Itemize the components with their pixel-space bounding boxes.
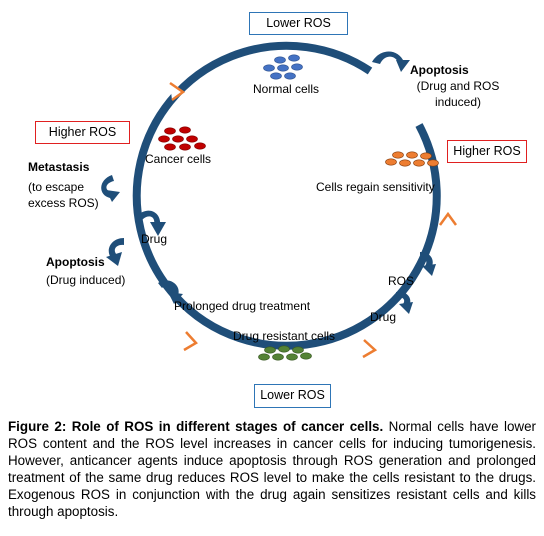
- prolonged-treatment-label: Prolonged drug treatment: [174, 299, 311, 313]
- ros-cycle-diagram: [101, 41, 458, 361]
- normal-cells-cluster: [263, 54, 303, 80]
- regain-cells-cluster: [385, 151, 439, 167]
- apoptosis-top-title: Apoptosis: [410, 63, 469, 77]
- metastasis-line2: excess ROS): [28, 196, 99, 210]
- drug-left-label: Drug: [141, 232, 168, 246]
- flow-arrow-bottomleft: [183, 331, 198, 352]
- exit-arrow-apoptosis-left: [106, 238, 124, 266]
- drug-arrow-prolonged: [158, 280, 183, 304]
- metastasis-title: Metastasis: [28, 160, 90, 174]
- lower-ros-top-box: Lower ROS: [249, 12, 348, 35]
- apoptosis-left-line1: (Drug induced): [46, 273, 126, 287]
- higher-ros-left-box: Higher ROS: [35, 121, 130, 144]
- caption-title: Figure 2: Role of ROS in different stage…: [8, 419, 384, 434]
- cancer-cells-label: Cancer cells: [145, 152, 212, 166]
- drug-resistant-label: Drug resistant cells: [233, 329, 336, 343]
- drug-arrow-left: [137, 210, 166, 236]
- flow-arrow-topleft: [169, 81, 186, 102]
- normal-cells-label: Normal cells: [253, 82, 320, 96]
- drug-right-label: Drug: [370, 310, 397, 324]
- figure-caption: Figure 2: Role of ROS in different stage…: [8, 419, 536, 520]
- apoptosis-left-title: Apoptosis: [46, 255, 105, 269]
- cells-regain-label: Cells regain sensitivity: [316, 180, 435, 194]
- ros-right-label: ROS: [388, 274, 415, 288]
- ros-arrow-right: [420, 252, 436, 276]
- exit-arrow-apoptosis-top: [372, 51, 410, 72]
- higher-ros-right-box: Higher ROS: [447, 140, 527, 163]
- lower-ros-bottom-box: Lower ROS: [254, 384, 331, 408]
- flow-arrow-bottomright: [362, 339, 378, 359]
- metastasis-line1: (to escape: [28, 180, 85, 194]
- caption-body: Normal cells have lower ROS content and …: [8, 419, 536, 519]
- drug-arrow-right: [396, 291, 413, 314]
- cancer-cells-cluster: [158, 126, 206, 151]
- flow-arrow-right: [438, 211, 458, 226]
- apoptosis-top-line1: (Drug and ROS: [416, 79, 500, 93]
- exit-arrow-metastasis: [101, 175, 120, 202]
- resistant-cells-cluster: [258, 345, 312, 361]
- apoptosis-top-line2: induced): [434, 95, 482, 109]
